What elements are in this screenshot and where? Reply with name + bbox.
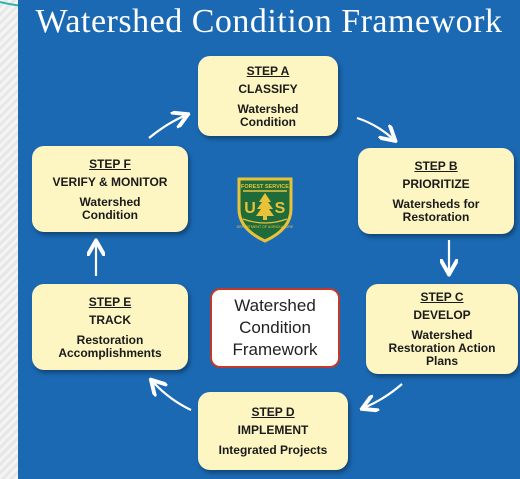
center-line-2: Condition: [239, 318, 311, 337]
step-d-box: STEP D IMPLEMENT Integrated Projects: [198, 392, 348, 470]
step-f-desc: Watershed Condition: [79, 194, 141, 222]
step-e-name: TRACK: [89, 312, 131, 327]
step-d-id: STEP D: [251, 405, 295, 419]
step-f-name: VERIFY & MONITOR: [52, 174, 168, 189]
step-a-id: STEP A: [246, 63, 290, 78]
arrow-a-to-b: [356, 116, 392, 138]
step-c-id: STEP C: [420, 290, 464, 304]
step-b-desc: Watersheds for Restoration: [392, 196, 480, 224]
center-line-1: Watershed: [234, 296, 316, 315]
step-a-desc: Watershed Condition: [237, 101, 299, 129]
step-b-name: PRIORITIZE: [402, 176, 470, 191]
step-c-name: DEVELOP: [413, 308, 471, 322]
step-f-id: STEP F: [89, 156, 131, 171]
step-d-desc: Integrated Projects: [218, 443, 328, 457]
svg-text:S: S: [275, 200, 286, 217]
step-a-box: STEP A CLASSIFY Watershed Condition: [198, 56, 338, 136]
arrow-d-to-e: [154, 383, 192, 411]
arrow-f-to-a: [148, 116, 184, 139]
svg-text:U: U: [244, 200, 256, 217]
left-decorative-strip: [0, 0, 18, 479]
center-line-3: Framework: [232, 340, 318, 359]
step-f-box: STEP F VERIFY & MONITOR Watershed Condit…: [32, 146, 188, 232]
step-b-id: STEP B: [414, 158, 458, 173]
step-e-box: STEP E TRACK Restoration Accomplishments: [32, 284, 188, 370]
step-c-desc: Watershed Restoration Action Plans: [388, 328, 496, 368]
step-c-box: STEP C DEVELOP Watershed Restoration Act…: [366, 284, 518, 374]
step-b-box: STEP B PRIORITIZE Watersheds for Restora…: [358, 148, 514, 234]
step-a-name: CLASSIFY: [238, 81, 298, 96]
arrow-c-to-d: [366, 383, 403, 407]
step-d-name: IMPLEMENT: [237, 423, 309, 437]
svg-text:DEPARTMENT OF AGRICULTURE: DEPARTMENT OF AGRICULTURE: [237, 225, 294, 229]
diagram-title: Watershed Condition Framework: [35, 3, 503, 40]
svg-text:FOREST SERVICE: FOREST SERVICE: [241, 184, 289, 190]
forest-service-shield-icon: FOREST SERVICE U S DEPARTMENT OF AGRICUL…: [237, 177, 294, 243]
step-e-desc: Restoration Accomplishments: [58, 332, 162, 360]
center-framework-box: Watershed Condition Framework: [210, 288, 340, 368]
diagram-panel: Watershed Condition Framework STEP A CLA…: [18, 0, 520, 479]
step-e-id: STEP E: [88, 294, 132, 309]
